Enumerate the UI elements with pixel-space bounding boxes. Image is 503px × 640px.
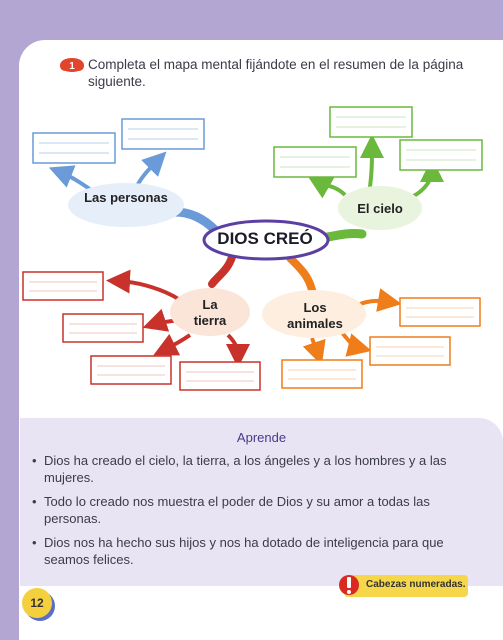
- arrow-cielo-1: [307, 176, 347, 199]
- label-cielo: El cielo: [357, 201, 403, 216]
- answer-box-animales-2: [369, 336, 451, 366]
- answer-box-tierra-4: [179, 361, 261, 391]
- aprende-bullet: Dios ha creado el cielo, la tierra, a lo…: [32, 452, 482, 486]
- answer-box-personas-1: [32, 132, 116, 164]
- cabezas-badge: Cabezas numeradas.: [339, 575, 468, 597]
- aprende-list: Dios ha creado el cielo, la tierra, a lo…: [32, 452, 482, 575]
- answer-box-cielo-3: [399, 139, 483, 171]
- arrow-tierra-1: [106, 269, 182, 302]
- label-personas: Las personas: [84, 190, 168, 205]
- answer-box-personas-2: [121, 118, 205, 150]
- activity-number-icon: 1: [60, 58, 84, 72]
- aprende-title: Aprende: [236, 430, 287, 445]
- arrow-tierra-4: [225, 333, 250, 368]
- connector-tierra: [208, 253, 236, 288]
- answer-box-tierra-1: [22, 271, 104, 301]
- answer-box-tierra-3: [90, 355, 172, 385]
- label-tierra: La tierra: [193, 297, 227, 328]
- arrow-cielo-3: [411, 158, 444, 199]
- answer-box-cielo-2: [273, 146, 357, 178]
- bubble-animales: [262, 290, 366, 338]
- bubble-cielo: [338, 186, 422, 230]
- bubble-personas: [68, 183, 184, 227]
- cabezas-label: Cabezas numeradas.: [366, 579, 466, 590]
- aprende-box: Aprende Dios ha creado el cielo, la tier…: [20, 418, 503, 586]
- page-number: 12: [22, 588, 52, 618]
- aprende-bullet: Todo lo creado nos muestra el poder de D…: [32, 493, 482, 527]
- arrow-cielo-2: [359, 134, 384, 188]
- answer-box-animales-1: [399, 297, 481, 327]
- connector-animales: [286, 254, 316, 294]
- arrow-tierra-3: [153, 333, 192, 356]
- instruction-text: Completa el mapa mental fijándote en el …: [88, 57, 464, 89]
- answer-box-cielo-1: [329, 106, 413, 138]
- label-animales: Los animales: [287, 300, 343, 331]
- exclamation-icon: [339, 575, 359, 595]
- connector-personas: [170, 207, 220, 235]
- bubble-tierra: [170, 288, 250, 336]
- answer-box-tierra-2: [62, 313, 144, 343]
- aprende-bullet: Dios nos ha hecho sus hijos y nos ha dot…: [32, 534, 482, 568]
- arrow-animales-3: [302, 337, 326, 366]
- answer-box-animales-3: [281, 359, 363, 389]
- center-label: DIOS CREÓ: [217, 229, 313, 248]
- activity-number: 1: [69, 61, 75, 72]
- bubble-center: [202, 219, 330, 261]
